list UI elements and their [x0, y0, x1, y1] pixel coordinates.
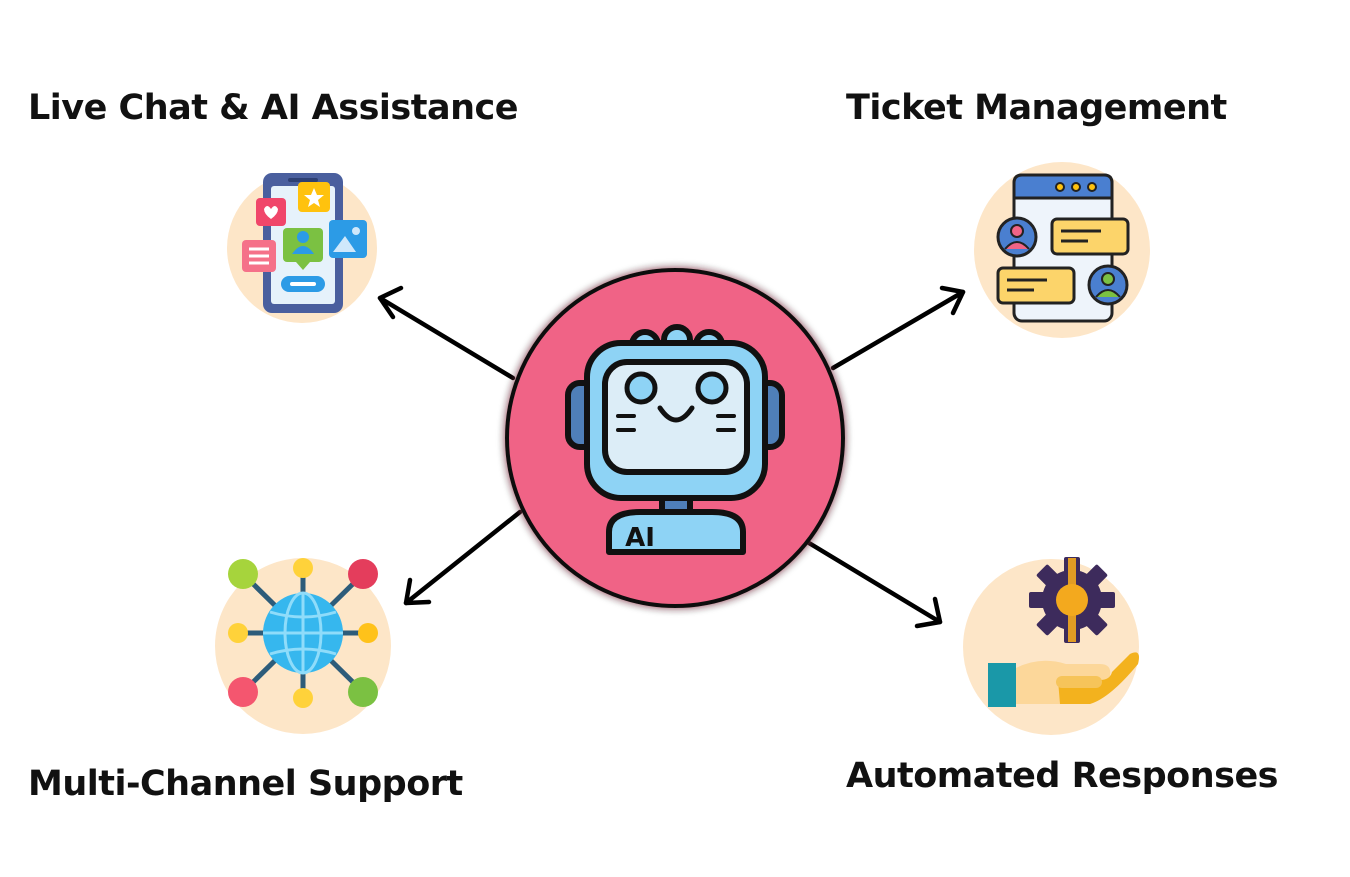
globe-network-icon [228, 558, 378, 708]
live-chat-icon-group [227, 173, 377, 323]
label-live-chat: Live Chat & AI Assistance [28, 88, 519, 128]
label-ticket-management: Ticket Management [846, 88, 1227, 128]
ticket-management-icon-group [974, 162, 1150, 338]
chat-window-users-icon [996, 173, 1130, 323]
arrow-to-automated-responses [806, 540, 943, 629]
multi-channel-icon-group [215, 558, 391, 734]
smartphone-social-chat-icon [242, 173, 367, 313]
arrow-to-live-chat [377, 285, 516, 381]
gear-hand-icon [988, 557, 1139, 707]
label-multi-channel: Multi-Channel Support [28, 764, 463, 804]
arrows [377, 285, 966, 629]
arrow-to-multi-channel [403, 509, 523, 606]
robot-badge-text: AI [625, 523, 655, 553]
label-automated-responses: Automated Responses [846, 756, 1279, 796]
center-ai-node: AI [505, 268, 845, 608]
robot-icon [565, 324, 785, 555]
automated-responses-icon-group [963, 557, 1139, 735]
arrow-to-ticket-management [830, 285, 966, 371]
